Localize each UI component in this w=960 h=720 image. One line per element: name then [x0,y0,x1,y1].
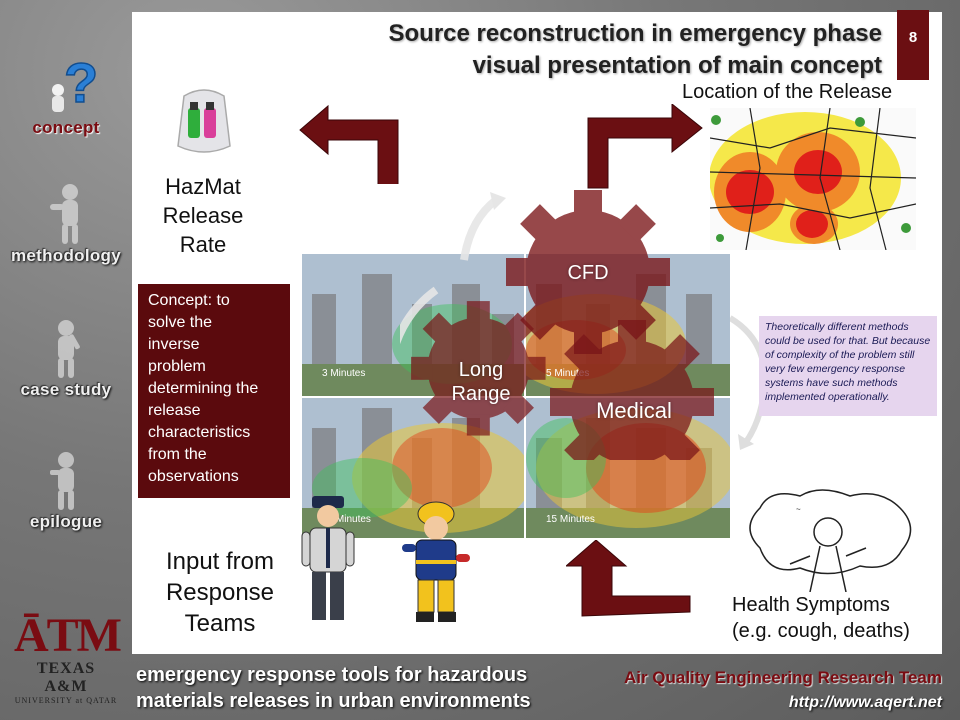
svg-text:~: ~ [796,505,801,514]
nav-label-concept: concept [32,118,100,137]
slide-number: 8 [897,10,929,80]
release-location-map [710,108,916,250]
methods-note-box: Theoretically different methods could be… [759,316,937,416]
footer-tagline: emergency response tools for hazardous m… [136,662,531,714]
panel-time-label: 3 Minutes [322,368,366,379]
footer-tagline-line-2: materials releases in urban environments [136,690,531,712]
concept-description-box: Concept: to solve the inverse problem de… [138,284,290,498]
footer-tagline-line-1: emergency response tools for hazardous [136,664,528,686]
gears-diagram [400,190,714,460]
nav-label-epilogue: epilogue [29,512,103,531]
firefighter-icon [402,501,470,622]
nav-label-methodology: methodology [10,246,121,265]
gear-label-cfd: CFD [567,262,609,284]
gear-label-long-range: Long Range [451,359,511,405]
nav-item-methodology[interactable]: methodology [0,180,132,266]
arrow-from-health-icon [566,540,691,617]
logo-name: TEXAS A&M [36,660,96,695]
slide-title: Source reconstruction in emergency phase… [389,18,883,82]
nav-item-epilogue[interactable]: epilogue [0,448,132,532]
sick-person-cartoon-icon: ~ [749,489,912,592]
arrow-to-location-icon [587,104,703,189]
nav-item-case-study[interactable]: case study [0,316,132,400]
police-officer-icon [301,496,355,620]
figure-icon [50,184,78,244]
panel-time-label: 10 Minutes [322,514,371,525]
question-mark-figure-icon: ? [52,56,96,115]
input-from-response-teams-label: Input from Response Teams [165,548,275,637]
nav-item-concept[interactable]: ? concept [0,56,132,138]
hazmat-release-rate-label: HazMat Release Rate [162,174,244,257]
panel-time-label: 15 Minutes [546,514,595,525]
logo-mark: ĀTM [14,609,122,662]
nav-label-case-study: case study [20,380,112,399]
gear-label-medical: Medical [596,398,672,423]
title-line-2: visual presentation of main concept [472,52,882,79]
svg-text:?: ? [64,56,96,114]
logo-sub: UNIVERSITY at QATAR [14,696,118,705]
title-line-1: Source reconstruction in emergency phase [388,20,883,47]
university-logo: ĀTM TEXAS A&M UNIVERSITY at QATAR [14,609,122,706]
figure-icon [50,452,74,510]
footer-team-name: Air Quality Engineering Research Team [623,668,942,687]
figure-icon [58,320,80,378]
arrow-to-hazmat-icon [299,104,399,184]
footer-url-link[interactable]: http://www.aqert.net [788,694,942,711]
location-of-release-label: Location of the Release [682,81,893,103]
health-symptoms-label: Health Symptoms (e.g. cough, deaths) [732,594,910,642]
panel-time-label: 5 Minutes [546,368,590,379]
hazmat-container-icon [177,89,231,153]
